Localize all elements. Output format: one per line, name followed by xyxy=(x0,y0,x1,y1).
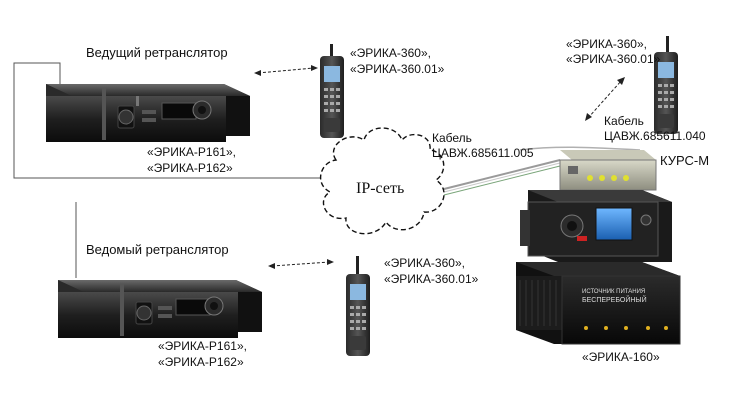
handheld-radio-top xyxy=(320,44,344,138)
cable-right-label-line-1: Кабель xyxy=(604,114,644,128)
power-supply-label-line-2: БЕСПЕРЕБОЙНЫЙ xyxy=(582,297,647,304)
radio-right-model-line-1: «ЭРИКА-360», xyxy=(566,37,647,51)
base-station-label: «ЭРИКА-160» xyxy=(582,350,660,364)
radio-top-model-line-1: «ЭРИКА-360», xyxy=(350,46,431,60)
arrowheads xyxy=(254,65,625,269)
slave-repeater-model-line-2: «ЭРИКА-Р162» xyxy=(158,355,244,369)
kurs-m-label: КУРС-М xyxy=(660,153,710,168)
handheld-radio-right xyxy=(654,36,678,134)
cable-left-label-line-2: ЦАВЖ.685611.005 xyxy=(432,146,534,160)
ip-network-cloud xyxy=(319,127,445,235)
kurs-m-module xyxy=(559,150,657,191)
handheld-radio-bottom xyxy=(346,256,370,356)
master-repeater-model-line-2: «ЭРИКА-Р162» xyxy=(147,161,233,175)
cable-right-label-line-2: ЦАВЖ.685611.040 xyxy=(604,129,706,143)
ip-network-label: IP-сеть xyxy=(356,180,405,197)
wireless-link-top xyxy=(257,67,315,74)
master-repeater-unit xyxy=(46,84,250,142)
master-repeater-title: Ведущий ретранслятор xyxy=(86,45,228,60)
slave-repeater-title: Ведомый ретранслятор xyxy=(86,242,229,257)
power-supply-label-line-1: ИСТОЧНИК ПИТАНИЯ xyxy=(582,289,646,295)
wireless-links xyxy=(257,67,623,267)
connection-lines xyxy=(13,62,330,278)
base-station-unit xyxy=(520,190,672,262)
link-master-to-ip xyxy=(13,62,330,179)
wireless-link-bottom xyxy=(271,261,331,267)
radio-top-model-line-2: «ЭРИКА-360.01» xyxy=(350,62,445,76)
cable-ip-to-base xyxy=(439,146,641,197)
cable-left-label-line-1: Кабель xyxy=(432,131,472,145)
slave-repeater-model-line-1: «ЭРИКА-Р161», xyxy=(158,339,247,353)
power-supply-unit xyxy=(516,262,681,345)
radio-bottom-model-line-2: «ЭРИКА-360.01» xyxy=(384,272,479,286)
radio-bottom-model-line-1: «ЭРИКА-360», xyxy=(384,256,465,270)
slave-repeater-unit xyxy=(58,280,262,338)
master-repeater-model-line-1: «ЭРИКА-Р161», xyxy=(147,145,236,159)
radio-right-model-line-2: «ЭРИКА-360.01» xyxy=(566,52,661,66)
wireless-link-right xyxy=(587,79,623,119)
